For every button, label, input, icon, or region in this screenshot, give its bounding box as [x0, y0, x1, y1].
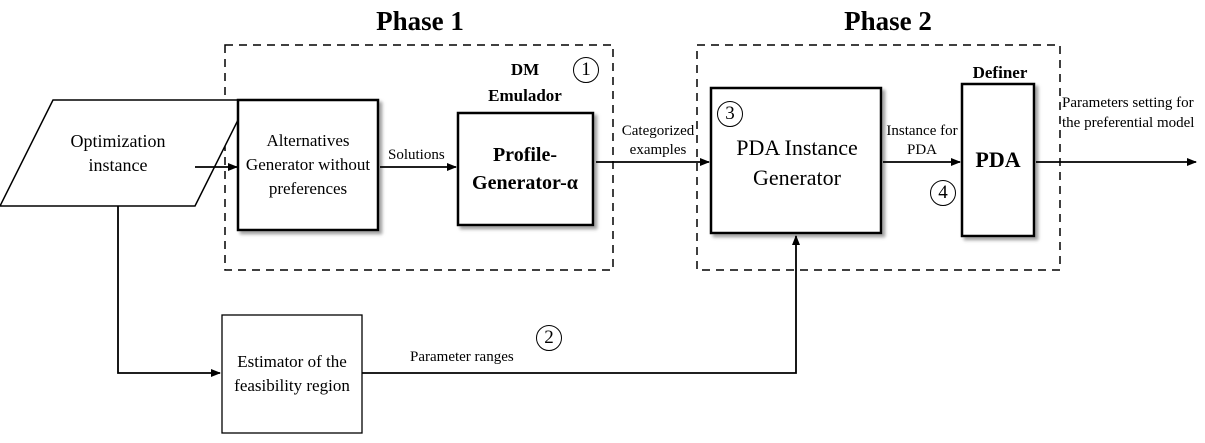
phase1-container: [224, 44, 614, 271]
profile-generator-label: Profile-Generator-α: [472, 144, 578, 194]
phase2-title: Phase 2: [844, 6, 932, 36]
parameter-ranges-label: Parameter ranges: [410, 349, 514, 365]
step-marker-4: 4: [930, 180, 956, 206]
optimization-instance-label: Optimization instance: [70, 131, 166, 175]
estimator-box: [221, 314, 363, 434]
pda-label: PDA: [975, 147, 1021, 172]
pda-instance-generator-label: PDA Instance Generator: [736, 134, 858, 190]
estimator-label: Estimator of the feasibility region: [234, 352, 350, 395]
step-marker-3: 3: [717, 101, 743, 127]
dm-emulador-label: DM Emulador: [488, 60, 562, 105]
profile-generator-box: [456, 111, 595, 227]
alternatives-generator-label: Alternatives Generator without preferenc…: [245, 131, 371, 198]
categorized-examples-label: Categorized examples: [621, 123, 695, 158]
alternatives-generator-box: [236, 98, 380, 232]
phase1-title: Phase 1: [376, 6, 464, 36]
solutions-label: Solutions: [388, 147, 445, 163]
arrow-parameter-ranges: [362, 235, 800, 374]
arrow-instance-to-estimator: [117, 206, 221, 377]
step-marker-1: 1: [573, 57, 599, 83]
pda-box: [960, 82, 1036, 238]
definer-label: Definer: [972, 63, 1028, 82]
step-marker-2: 2: [536, 325, 562, 351]
optimization-instance-shape: [0, 99, 250, 207]
instance-for-pda-label: Instance for PDA: [886, 123, 958, 158]
parameters-setting-label: Parameters setting for the preferential …: [1062, 95, 1195, 131]
